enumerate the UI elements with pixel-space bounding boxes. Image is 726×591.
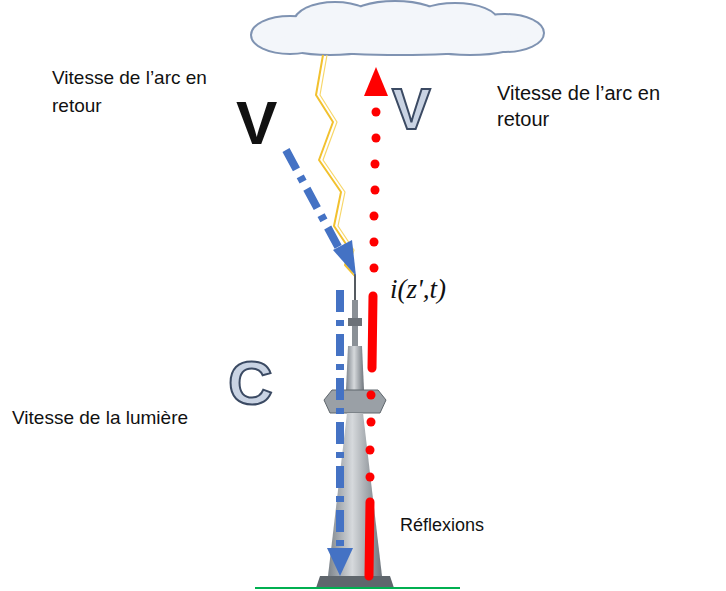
speed-label: Vitesse de l’arc en retour xyxy=(497,80,717,132)
annotation-label: Réflexions xyxy=(400,515,484,537)
tower-base xyxy=(316,576,394,588)
current-label: i(z',t) xyxy=(390,276,446,303)
arrow-head xyxy=(333,240,356,276)
cn-tower xyxy=(255,274,460,588)
dot xyxy=(370,264,379,273)
light-speed-arrow xyxy=(286,150,356,576)
ground-line xyxy=(255,587,460,589)
dot xyxy=(366,446,375,455)
tower-upper-shaft xyxy=(346,346,364,390)
arrow-shaft xyxy=(286,150,342,254)
cloud-lobe xyxy=(280,26,520,54)
current-arrow xyxy=(364,67,388,576)
speed-symbol: V xyxy=(236,92,277,154)
reflection-segment xyxy=(369,502,370,576)
dot xyxy=(372,108,381,117)
arrow-head xyxy=(327,548,353,576)
current-segment xyxy=(372,296,373,368)
cloud-lobe xyxy=(280,30,380,54)
arrow-shaft xyxy=(336,290,344,548)
speed-symbol: V xyxy=(392,80,431,138)
cloud xyxy=(252,2,543,54)
speed-label: Vitesse de l’arc en retour xyxy=(52,64,242,119)
tower-antenna xyxy=(354,274,356,302)
arrow-head xyxy=(364,67,388,96)
cloud-outline xyxy=(252,2,543,54)
cloud-lobe xyxy=(420,30,520,54)
dot xyxy=(367,418,376,427)
dot xyxy=(367,391,376,400)
tower-skypod xyxy=(348,318,362,326)
dot xyxy=(370,238,379,247)
tower-pod xyxy=(324,390,386,413)
dot xyxy=(371,160,380,169)
speed-label: Vitesse de la lumière xyxy=(12,407,188,430)
cloud-lobe xyxy=(280,26,520,54)
dot xyxy=(371,186,380,195)
speed-symbol: C xyxy=(228,352,273,414)
dot xyxy=(372,134,381,143)
dot xyxy=(366,473,375,482)
cloud-lobe xyxy=(280,30,380,54)
dot xyxy=(370,212,379,221)
cloud-lobe xyxy=(420,30,520,54)
cloud-fill xyxy=(252,2,543,54)
